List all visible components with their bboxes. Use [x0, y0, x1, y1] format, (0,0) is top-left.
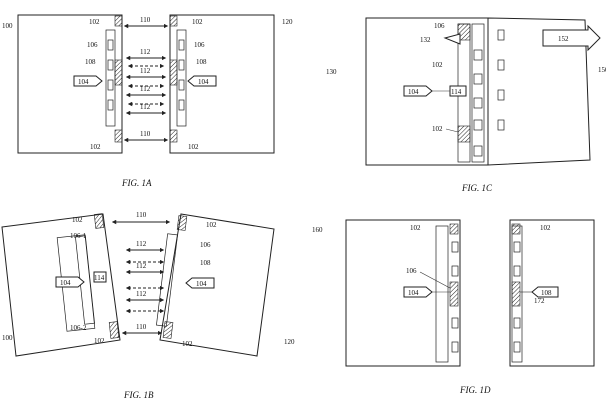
- label-104: 104: [408, 289, 419, 297]
- tag-108: [531, 286, 559, 298]
- label-112: 112: [140, 48, 151, 56]
- label-102: 102: [72, 216, 83, 224]
- label-112: 112: [136, 240, 147, 248]
- label-104: 104: [60, 279, 71, 287]
- label-130: 130: [326, 68, 337, 76]
- label-108: 108: [200, 259, 211, 267]
- label-112: 112: [136, 262, 147, 270]
- label-102: 102: [540, 224, 551, 232]
- label-100: 100: [2, 334, 13, 342]
- label-132: 132: [420, 36, 431, 44]
- connector: [169, 129, 178, 143]
- label-100: 100: [2, 22, 13, 30]
- label-102: 102: [432, 61, 443, 69]
- label-102: 102: [94, 337, 105, 345]
- connector: [114, 129, 123, 143]
- tag-104-left: [73, 75, 103, 87]
- figure-1a: 104 104 110 112 112 112 112 110 102 102 …: [2, 14, 293, 188]
- tag-104: [403, 85, 433, 97]
- label-110: 110: [140, 130, 151, 138]
- label-150: 150: [598, 66, 606, 74]
- label-102: 102: [206, 221, 217, 229]
- label-112: 112: [140, 103, 151, 111]
- label-106: 106: [406, 267, 417, 275]
- label-110: 110: [140, 16, 151, 24]
- label-102: 102: [90, 143, 101, 151]
- label-102: 102: [410, 224, 421, 232]
- connector: [169, 15, 178, 27]
- label-106-2: 106-2: [70, 324, 87, 332]
- label-106: 106: [434, 22, 445, 30]
- label-102: 102: [182, 340, 193, 348]
- label-102: 102: [192, 18, 203, 26]
- device-right-tilted: [487, 17, 591, 166]
- label-160: 160: [312, 226, 323, 234]
- figure-1b: 114 104 104 110 112 112 112 110 102 106-…: [1, 211, 295, 400]
- caption-fig-1d: FIG. 1D: [459, 385, 491, 395]
- tag-104-right: [187, 75, 217, 87]
- label-112: 112: [140, 85, 151, 93]
- label-104: 104: [78, 78, 89, 86]
- label-104: 104: [408, 88, 419, 96]
- label-106: 106: [194, 41, 205, 49]
- label-110: 110: [136, 211, 147, 219]
- label-108: 108: [196, 58, 207, 66]
- label-108: 108: [85, 58, 96, 66]
- label-112: 112: [140, 67, 151, 75]
- label-110: 110: [136, 323, 147, 331]
- label-102: 102: [188, 143, 199, 151]
- label-152: 152: [558, 35, 569, 43]
- caption-fig-1a: FIG. 1A: [121, 178, 152, 188]
- label-120: 120: [284, 338, 295, 346]
- label-114: 114: [451, 88, 462, 96]
- device-right: [169, 14, 275, 154]
- label-104: 104: [196, 280, 207, 288]
- tag-104-left: [55, 276, 85, 288]
- tag-114: [93, 271, 107, 283]
- figure-1d: 104 108 102 102 106 172 160 FIG. 1D: [312, 219, 595, 395]
- label-106: 106: [200, 241, 211, 249]
- device-left: [17, 14, 123, 154]
- device-right-tilted: [159, 213, 275, 357]
- tag-104-right: [185, 277, 215, 289]
- figure-1c: 152 104 114 106 132 102 102 130 150 FIG.…: [326, 17, 606, 193]
- label-102: 102: [432, 125, 443, 133]
- label-172: 172: [534, 297, 545, 305]
- caption-fig-1b: FIG. 1B: [123, 390, 154, 400]
- caption-fig-1c: FIG. 1C: [461, 183, 493, 193]
- tag-104: [403, 286, 433, 298]
- arrow-152: [542, 24, 601, 52]
- label-104: 104: [198, 78, 209, 86]
- label-106: 106: [87, 41, 98, 49]
- device-left: [345, 219, 461, 367]
- label-102: 102: [89, 18, 100, 26]
- label-120: 120: [282, 18, 293, 26]
- label-106-1: 106-1: [70, 232, 87, 240]
- connector: [114, 15, 123, 27]
- label-114: 114: [94, 274, 105, 282]
- label-108: 108: [541, 289, 552, 297]
- label-112: 112: [136, 290, 147, 298]
